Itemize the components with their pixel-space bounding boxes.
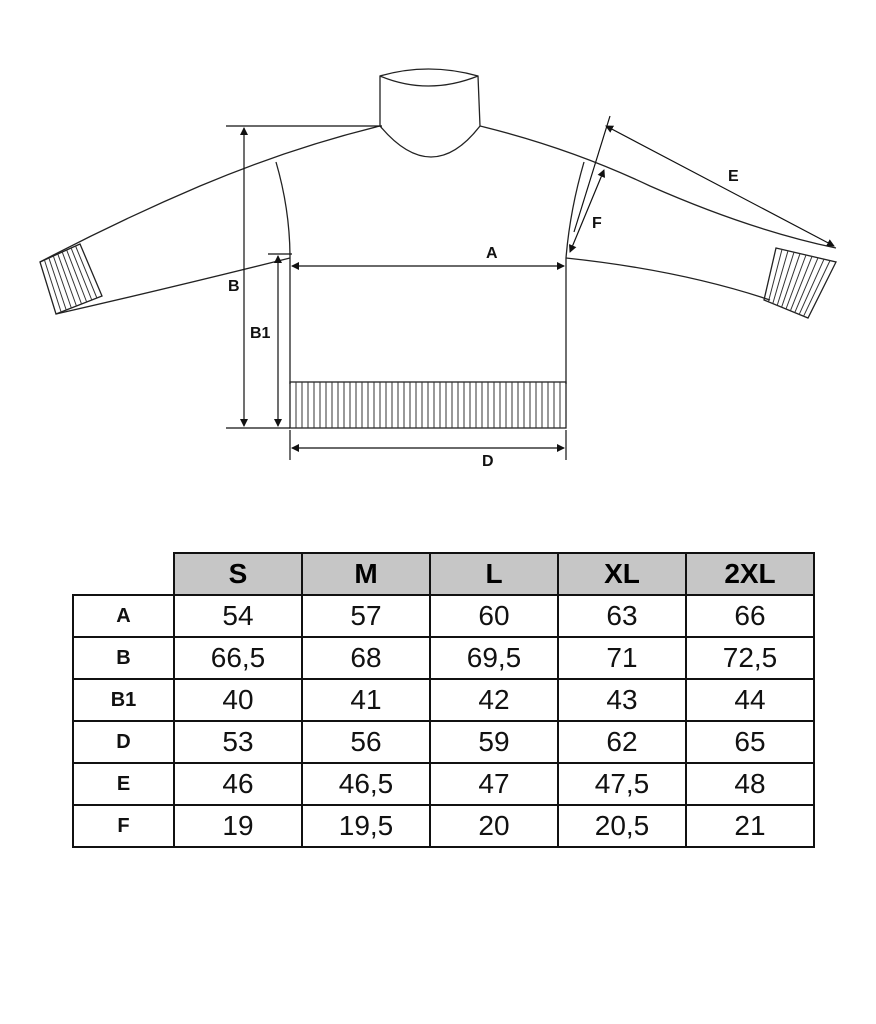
table-cell: 20: [429, 804, 559, 848]
table-row: A 54 57 60 63 66: [72, 594, 815, 638]
table-cell: 66,5: [173, 636, 303, 680]
table-cell: 59: [429, 720, 559, 764]
table-cell: 44: [685, 678, 815, 722]
label-f: F: [592, 215, 602, 232]
rib-line: [48, 257, 67, 311]
table-row: D 53 56 59 62 65: [72, 720, 815, 764]
rib-line: [75, 245, 98, 299]
right-cuff-ribbing: [767, 249, 831, 317]
table-cell: 46: [173, 762, 303, 806]
label-b1: B1: [250, 325, 271, 342]
row-label: B1: [72, 678, 175, 722]
table-cell: 19: [173, 804, 303, 848]
size-header: L: [429, 552, 559, 596]
table-cell: 54: [173, 594, 303, 638]
size-header: M: [301, 552, 431, 596]
table-cell: 21: [685, 804, 815, 848]
table-cell: 71: [557, 636, 687, 680]
label-a: A: [486, 245, 498, 262]
rib-line: [57, 253, 77, 307]
table-row: B 66,5 68 69,5 71 72,5: [72, 636, 815, 680]
table-cell: 19,5: [301, 804, 431, 848]
rib-line: [803, 260, 831, 317]
label-e: E: [728, 168, 739, 185]
row-label: F: [72, 804, 175, 848]
table-cell: 47: [429, 762, 559, 806]
table-corner: [73, 553, 175, 596]
size-header: S: [173, 552, 303, 596]
table-cell: 62: [557, 720, 687, 764]
sweater-outline: [39, 68, 837, 429]
row-label: A: [72, 594, 175, 638]
rib-line: [43, 259, 62, 313]
rib-line: [767, 249, 783, 302]
sweater-diagram: A B B1 D E F: [39, 68, 837, 470]
rib-line: [66, 249, 88, 303]
table-cell: 72,5: [685, 636, 815, 680]
table-cell: 66: [685, 594, 815, 638]
table-cell: 47,5: [557, 762, 687, 806]
measurement-labels: A B B1 D E F: [228, 168, 739, 470]
table-row: E 46 46,5 47 47,5 48: [72, 762, 815, 806]
table-cell: 40: [173, 678, 303, 722]
table-cell: 46,5: [301, 762, 431, 806]
rib-line: [70, 247, 93, 301]
row-label: D: [72, 720, 175, 764]
table-cell: 48: [685, 762, 815, 806]
table-cell: 57: [301, 594, 431, 638]
rib-line: [781, 253, 801, 308]
rib-line: [794, 257, 819, 313]
table-cell: 43: [557, 678, 687, 722]
rib-line: [798, 258, 825, 315]
table-cell: 42: [429, 678, 559, 722]
row-label: B: [72, 636, 175, 680]
table-row: B1 40 41 42 43 44: [72, 678, 815, 722]
table-cell: 65: [685, 720, 815, 764]
left-cuff-ribbing: [43, 245, 98, 313]
rib-line: [61, 251, 83, 305]
table-cell: 68: [301, 636, 431, 680]
size-header: 2XL: [685, 552, 815, 596]
rib-line: [772, 250, 789, 304]
table-cell: 20,5: [557, 804, 687, 848]
table-cell: 69,5: [429, 636, 559, 680]
rib-line: [776, 252, 795, 306]
table-cell: 60: [429, 594, 559, 638]
table-cell: 63: [557, 594, 687, 638]
size-header: XL: [557, 552, 687, 596]
hem-ribbing: [295, 382, 561, 428]
label-d: D: [482, 453, 494, 470]
table-cell: 41: [301, 678, 431, 722]
table-row: F 19 19,5 20 20,5 21: [72, 804, 815, 848]
rib-line: [785, 254, 807, 310]
size-table: S M L XL 2XL A 54 57 60 63 66 B 66,5 68 …: [72, 552, 815, 848]
size-header-row: S M L XL 2XL: [73, 552, 815, 596]
row-label: E: [72, 762, 175, 806]
measurement-lines: [226, 115, 835, 460]
table-cell: 56: [301, 720, 431, 764]
rib-line: [789, 256, 813, 311]
table-cell: 53: [173, 720, 303, 764]
label-b: B: [228, 278, 240, 295]
rib-line: [52, 255, 72, 309]
